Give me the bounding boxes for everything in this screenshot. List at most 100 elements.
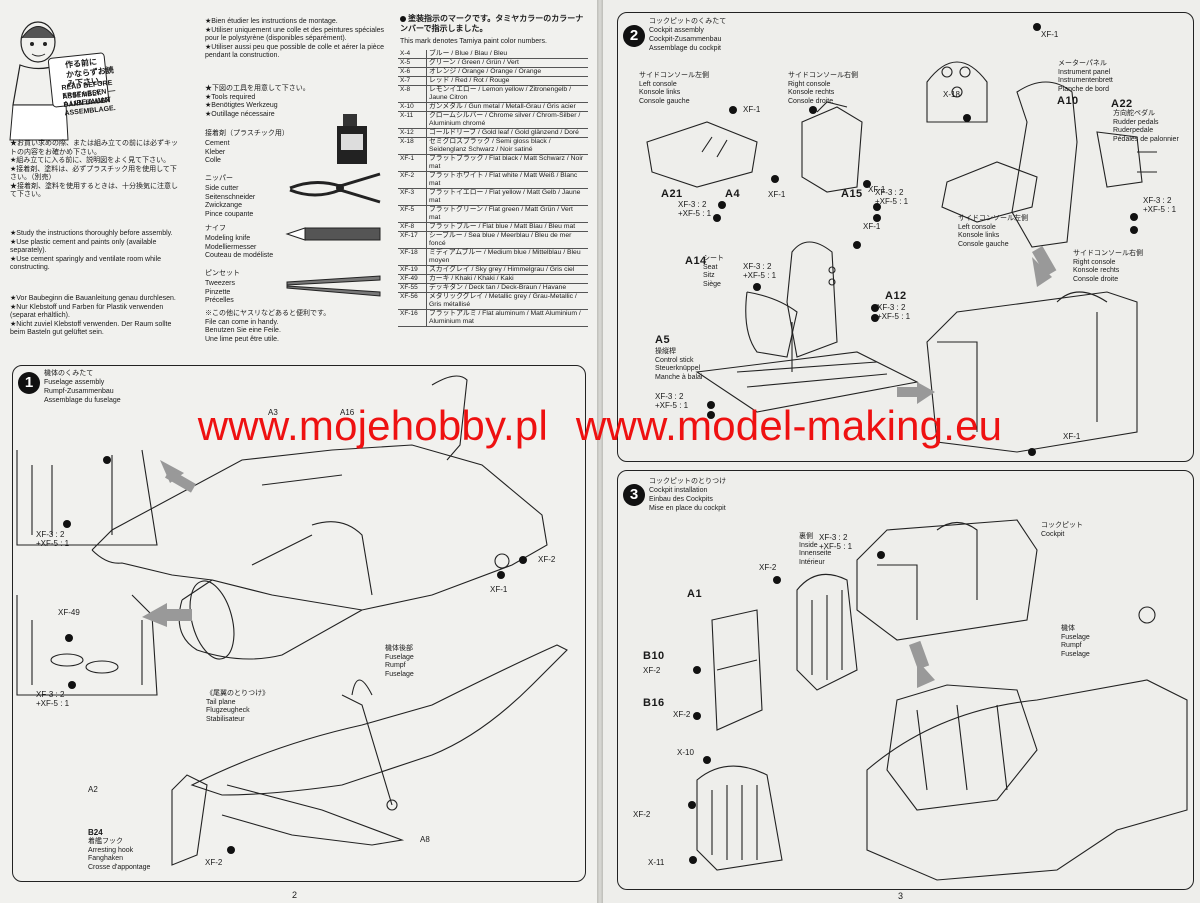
label-a15: A15 <box>841 188 863 200</box>
step2-jp: コックピットのくみたて <box>649 18 727 25</box>
cockpit-installation-diagram <box>688 519 1188 881</box>
label-a12: A12 <box>885 290 907 302</box>
paint-name: レモンイエロー / Lemon yellow / Zitronengelb / … <box>426 85 588 103</box>
step1-de: Rumpf-Zusammenbau <box>44 388 114 395</box>
label-x18: X-18 <box>943 90 960 99</box>
fuselage-label: 機体 Fuselage Rumpf Fuselage <box>1061 625 1090 658</box>
b24-desc: 着艦フック Arresting hook Fanghaken Crosse d'… <box>88 838 151 871</box>
label-mix-seat: XF-3 : 2 +XF-5 : 1 <box>743 262 777 280</box>
paint-code: XF-17 <box>398 231 427 249</box>
step3-en: Cockpit installation <box>649 487 708 494</box>
label-mix-inside: XF-3 : 2 +XF-5 : 1 <box>819 533 853 551</box>
label-b16: B16 <box>643 697 665 709</box>
paint-name: レッド / Red / Rot / Rouge <box>426 76 588 86</box>
page-gutter <box>597 0 603 903</box>
cockpit-diagram <box>646 23 1157 456</box>
step2-en: Cockpit assembly <box>649 27 704 34</box>
label-xf1-d: XF-1 <box>868 185 886 194</box>
paint-name: フラットブラック / Flat black / Matt Schwarz / N… <box>426 154 588 172</box>
paint-name: フラットグリーン / Flat green / Matt Grün / Vert… <box>426 205 588 223</box>
paint-name: セミグロスブラック / Semi gloss black / Seidengla… <box>426 137 588 155</box>
label-xf2-b: XF-2 <box>205 858 223 867</box>
step2-fr: Assemblage du cockpit <box>649 45 721 52</box>
paint-code: X-6 <box>398 67 427 77</box>
tool-knife: Modeling knife Modelliermesser Couteau d… <box>205 235 274 259</box>
label-a8: A8 <box>420 835 430 844</box>
paint-name: ガンメタル / Gun metal / Metall-Grau / Gris a… <box>426 102 588 112</box>
step1-box <box>12 365 586 882</box>
paint-code: XF-16 <box>398 309 427 327</box>
paint-code: X-10 <box>398 102 427 112</box>
paint-code: X-11 <box>398 111 427 129</box>
label-xf2: XF-2 <box>538 555 556 564</box>
label-xf2-inset: XF-2 <box>633 810 651 819</box>
paint-header-jp: 塗装指示のマークです。タミヤカラーのカラーナンバーで指示しました。 <box>400 14 584 33</box>
label-mix-a15: XF-3 : 2 +XF-5 : 1 <box>875 188 909 206</box>
paint-name: メタリックグレイ / Metallic grey / Grau-Metallic… <box>426 292 588 310</box>
fuselage-diagram <box>16 375 568 866</box>
label-xf1-b: XF-1 <box>743 105 761 114</box>
tool-cement-jp: 接着剤（プラスチック用） <box>205 130 289 137</box>
paint-name: フラットイエロー / Flat yellow / Matt Gelb / Jau… <box>426 188 588 206</box>
rear-fuselage-label: 機体後部 Fuselage Rumpf Fuselage <box>385 645 414 678</box>
watermark-site1: www.mojehobby.pl <box>197 402 549 449</box>
label-x11: X-11 <box>648 858 665 867</box>
label-xf2-b10: XF-2 <box>643 666 661 675</box>
paint-name: ブルー / Blue / Blau / Bleu <box>426 50 588 59</box>
step1-fr: Assemblage du fuselage <box>44 397 121 404</box>
left-page: 作る前に かならずお読み下さい。 READ BEFORE ASSEMBLY. E… <box>0 0 597 903</box>
label-mix-a12: XF-3 : 2 +XF-5 : 1 <box>877 303 911 321</box>
stick-label: 操縦桿 Control stick Steuerknüppel Manche à… <box>655 348 703 381</box>
watermark-site2: www.model-making.eu <box>575 402 1003 449</box>
paint-code: X-18 <box>398 137 427 155</box>
step3-de: Einbau des Cockpits <box>649 496 713 503</box>
instrument-panel-label: メーターパネル Instrument panel Instrumentenbre… <box>1058 60 1113 93</box>
label-mix-floor: XF-3 : 2 +XF-5 : 1 <box>655 392 689 410</box>
paint-name: オレンジ / Orange / Orange / Orange <box>426 67 588 77</box>
intro-fr: ★Bien étudier les instructions de montag… <box>205 18 385 59</box>
label-mix1: XF-3 : 2 +XF-5 : 1 <box>36 530 70 548</box>
file-note: ※この他にヤスリなどあると便利です。 File can come in hand… <box>205 310 331 343</box>
label-b24: B24 <box>88 828 103 837</box>
seat-label: シート Seat Sitz Siège <box>703 255 724 288</box>
label-xf2-top: XF-2 <box>759 563 777 572</box>
intro-jp: ★お買い求めの際、または組み立ての前には必ずキットの内容をお確かめ下さい。 ★組… <box>10 140 178 198</box>
label-a16: A16 <box>340 408 355 417</box>
step1-jp: 機体のくみたて <box>44 370 94 377</box>
paint-code: XF-18 <box>398 248 427 266</box>
label-mix2: XF-3 : 2 +XF-5 : 1 <box>36 690 70 708</box>
label-xf1-c: XF-1 <box>768 190 786 199</box>
tool-cement: Cement Kleber Colle <box>205 140 230 164</box>
tool-cutter: Side cutter Seitenschneider Zwickzange P… <box>205 185 256 218</box>
paint-code: XF-19 <box>398 265 427 275</box>
watermark: www.mojehobby.pl www.model-making.eu <box>0 402 1200 450</box>
label-a10: A10 <box>1057 95 1079 107</box>
tool-knife-jp: ナイフ <box>205 225 226 232</box>
label-a22: A22 <box>1111 98 1133 110</box>
label-a21: A21 <box>661 188 683 200</box>
paint-header-en: This mark denotes Tamiya paint color num… <box>400 38 547 45</box>
paint-code: XF-49 <box>398 274 427 284</box>
right-console2-label: サイドコンソール右側 Right console Konsole rechts … <box>1073 250 1143 283</box>
left-console-label: サイドコンソール左側 Left console Konsole links Co… <box>639 72 709 105</box>
paint-name: スカイグレイ / Sky grey / Himmelgrau / Gris ci… <box>426 265 588 275</box>
paint-code: X-12 <box>398 128 427 138</box>
right-console-label: サイドコンソール右側 Right console Konsole rechts … <box>788 72 858 105</box>
paint-name: ミディアムブルー / Medium blue / Mittelblau / Bl… <box>426 248 588 266</box>
label-xf1-e: XF-1 <box>863 222 881 231</box>
